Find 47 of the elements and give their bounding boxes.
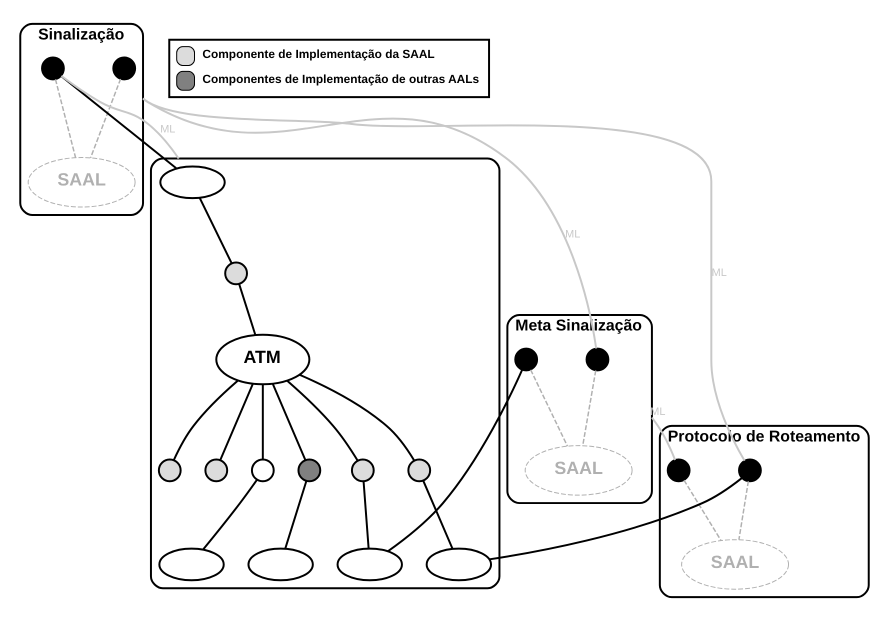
node-circle <box>738 458 762 482</box>
connector <box>299 373 416 460</box>
connector <box>422 480 454 548</box>
connector <box>238 283 256 335</box>
connector <box>489 476 743 560</box>
connector <box>362 481 370 548</box>
connector <box>142 97 598 348</box>
node-circle <box>41 56 65 80</box>
node-ellipse: SAAL <box>28 156 136 208</box>
connector <box>219 382 254 460</box>
connector <box>90 78 122 158</box>
node-cloud <box>158 547 225 581</box>
node-circle <box>250 458 275 482</box>
node-ellipse: ATM <box>215 333 310 385</box>
connector <box>172 379 239 460</box>
node-circle <box>586 347 610 371</box>
cluster <box>150 157 500 589</box>
node-cloud <box>426 547 492 581</box>
connector <box>530 368 568 446</box>
connector <box>284 480 308 548</box>
connector <box>582 370 596 446</box>
node-circle <box>350 458 375 482</box>
node-circle <box>224 261 248 285</box>
node-circle <box>112 56 136 80</box>
node-circle <box>297 458 322 482</box>
legend-label: Componente de Implementação da SAAL <box>202 46 435 61</box>
connector <box>198 197 233 264</box>
node-circle <box>158 458 182 482</box>
connector <box>262 384 264 459</box>
connector <box>54 78 76 158</box>
node-ellipse: SAAL <box>524 444 633 496</box>
connector <box>286 380 358 461</box>
node-ellipse: SAAL <box>681 538 790 590</box>
node-cloud <box>336 547 403 581</box>
connector <box>142 97 746 461</box>
node-circle <box>204 458 228 482</box>
node-circle <box>407 458 432 482</box>
connector <box>272 382 306 460</box>
connector <box>738 480 750 540</box>
legend-label: Componentes de Implementação de outras AALs <box>202 71 480 86</box>
connector <box>202 478 258 550</box>
node-cloud <box>247 547 314 581</box>
node-cloud <box>159 164 226 199</box>
node-circle <box>666 458 691 482</box>
connector <box>683 479 722 540</box>
connector <box>387 368 524 552</box>
node-circle <box>514 347 538 371</box>
